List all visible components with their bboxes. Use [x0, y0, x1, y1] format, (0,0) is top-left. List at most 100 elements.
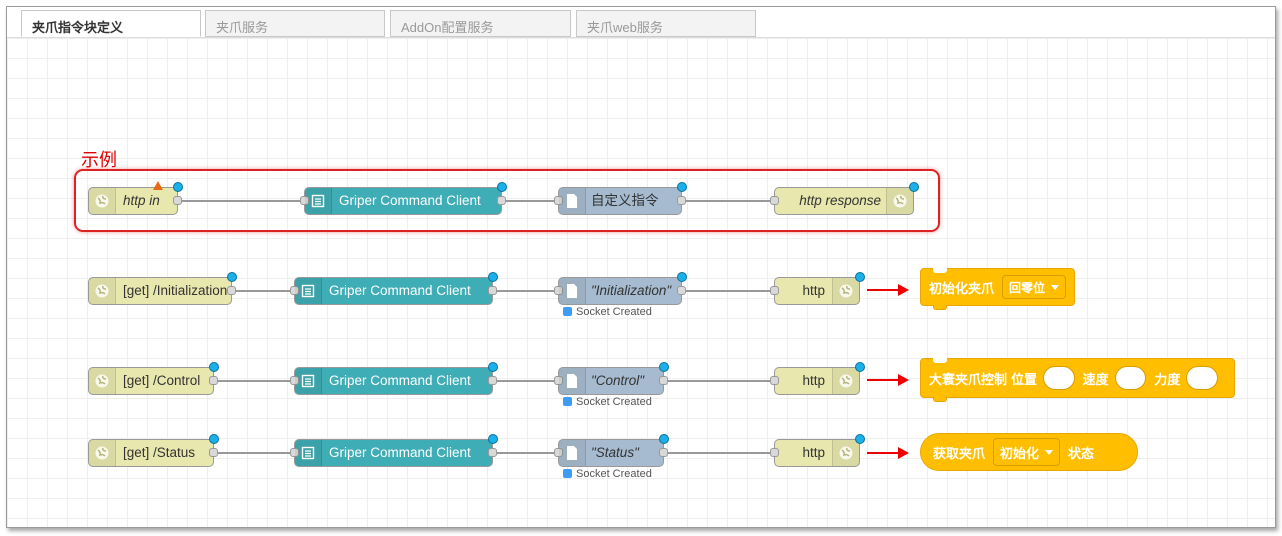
wire[interactable]: [497, 452, 558, 454]
output-port[interactable]: [173, 196, 182, 205]
output-port[interactable]: [677, 196, 686, 205]
input-port[interactable]: [770, 196, 779, 205]
output-port[interactable]: [227, 286, 236, 295]
status-dot: [855, 434, 865, 444]
griper-command-client-node[interactable]: Griper Command Client: [290, 434, 498, 467]
wire[interactable]: [182, 200, 304, 202]
wire[interactable]: [668, 452, 774, 454]
wire[interactable]: [497, 290, 558, 292]
warning-icon: [153, 181, 163, 190]
node-label: Griper Command Client: [329, 373, 471, 388]
arrow-icon: [867, 284, 909, 296]
template-node[interactable]: "Initialization": [554, 272, 687, 305]
globe-icon: [89, 278, 116, 304]
output-port[interactable]: [209, 376, 218, 385]
output-port[interactable]: [488, 376, 497, 385]
node-label: Griper Command Client: [329, 445, 471, 460]
input-port[interactable]: [554, 376, 563, 385]
wire[interactable]: [668, 380, 774, 382]
wire[interactable]: [218, 452, 294, 454]
input-port[interactable]: [554, 286, 563, 295]
arrow-icon: [867, 447, 909, 459]
tab-addon-config-service[interactable]: AddOn配置服务: [390, 10, 571, 37]
get-gripper-status-block[interactable]: 获取夹爪 初始化 状态: [920, 433, 1138, 471]
input-port[interactable]: [554, 448, 563, 457]
output-port[interactable]: [488, 448, 497, 457]
init-gripper-block[interactable]: 初始化夹爪 回零位: [920, 268, 1075, 310]
tab-gripper-service[interactable]: 夹爪服务: [205, 10, 385, 37]
output-port[interactable]: [677, 286, 686, 295]
template-node[interactable]: "Control": [554, 362, 669, 395]
block-label: 大寰夹爪控制: [929, 372, 1008, 388]
position-label: 位置: [1011, 372, 1038, 388]
output-port[interactable]: [659, 376, 668, 385]
status-indicator-icon: [563, 397, 572, 406]
node-label: Griper Command Client: [329, 283, 471, 298]
status-text: Socket Created: [576, 396, 652, 408]
globe-icon: [832, 368, 859, 394]
output-port[interactable]: [209, 448, 218, 457]
http-response-node[interactable]: http: [770, 434, 865, 467]
arrow-icon: [867, 374, 909, 386]
input-port[interactable]: [290, 286, 299, 295]
http-response-node[interactable]: http response: [770, 182, 919, 215]
node-label: "Status": [591, 445, 639, 460]
output-port[interactable]: [659, 448, 668, 457]
block-label: 获取夹爪: [933, 446, 986, 462]
position-input[interactable]: [1043, 366, 1075, 390]
tab-gripper-block-definition[interactable]: 夹爪指令块定义: [21, 10, 201, 37]
status-indicator-icon: [563, 307, 572, 316]
input-port[interactable]: [554, 196, 563, 205]
output-port[interactable]: [497, 196, 506, 205]
block-label: 初始化夹爪: [929, 281, 995, 297]
wire[interactable]: [686, 290, 774, 292]
griper-command-client-node[interactable]: Griper Command Client: [290, 272, 498, 305]
output-port[interactable]: [488, 286, 497, 295]
griper-command-client-node[interactable]: Griper Command Client: [300, 182, 507, 215]
document-icon: [559, 440, 586, 466]
http-in-node[interactable]: http in: [88, 181, 183, 215]
status-type-dropdown[interactable]: 初始化: [993, 438, 1061, 466]
http-in-node[interactable]: [get] /Initialization: [88, 272, 237, 305]
node-label: "Initialization": [591, 283, 672, 298]
http-response-node[interactable]: http: [770, 362, 865, 395]
caret-down-icon: [1051, 284, 1060, 290]
function-icon: [295, 440, 322, 466]
node-label: [get] /Status: [123, 445, 196, 460]
status-dot: [488, 362, 498, 372]
tab-bar: 夹爪指令块定义 夹爪服务 AddOn配置服务 夹爪web服务: [7, 7, 1275, 37]
gripper-control-block[interactable]: 大寰夹爪控制 位置 速度 力度: [920, 358, 1235, 402]
wire[interactable]: [236, 290, 294, 292]
template-node[interactable]: 自定义指令: [554, 182, 687, 215]
tab-gripper-web-service[interactable]: 夹爪web服务: [576, 10, 756, 37]
http-response-node[interactable]: http: [770, 272, 865, 305]
node-label: http: [802, 283, 825, 298]
wire[interactable]: [218, 380, 294, 382]
document-icon: [559, 278, 586, 304]
griper-command-client-node[interactable]: Griper Command Client: [290, 362, 498, 395]
status-dot: [909, 182, 919, 192]
input-port[interactable]: [770, 448, 779, 457]
force-input[interactable]: [1186, 366, 1218, 390]
http-in-node[interactable]: [get] /Control: [88, 362, 219, 395]
status-dot: [209, 362, 219, 372]
globe-icon: [89, 368, 116, 394]
wire[interactable]: [686, 200, 774, 202]
home-position-dropdown[interactable]: 回零位: [1002, 275, 1067, 299]
input-port[interactable]: [290, 448, 299, 457]
input-port[interactable]: [290, 376, 299, 385]
template-node[interactable]: "Status": [554, 434, 669, 467]
input-port[interactable]: [300, 196, 309, 205]
globe-icon: [89, 188, 116, 214]
caret-down-icon: [1045, 449, 1054, 455]
http-in-node[interactable]: [get] /Status: [88, 434, 219, 467]
wire[interactable]: [506, 200, 558, 202]
speed-input[interactable]: [1114, 366, 1147, 390]
status-dot: [677, 272, 687, 282]
wire[interactable]: [497, 380, 558, 382]
status-dot: [677, 182, 687, 192]
input-port[interactable]: [770, 286, 779, 295]
node-label: http: [802, 373, 825, 388]
status-dot: [497, 182, 507, 192]
input-port[interactable]: [770, 376, 779, 385]
